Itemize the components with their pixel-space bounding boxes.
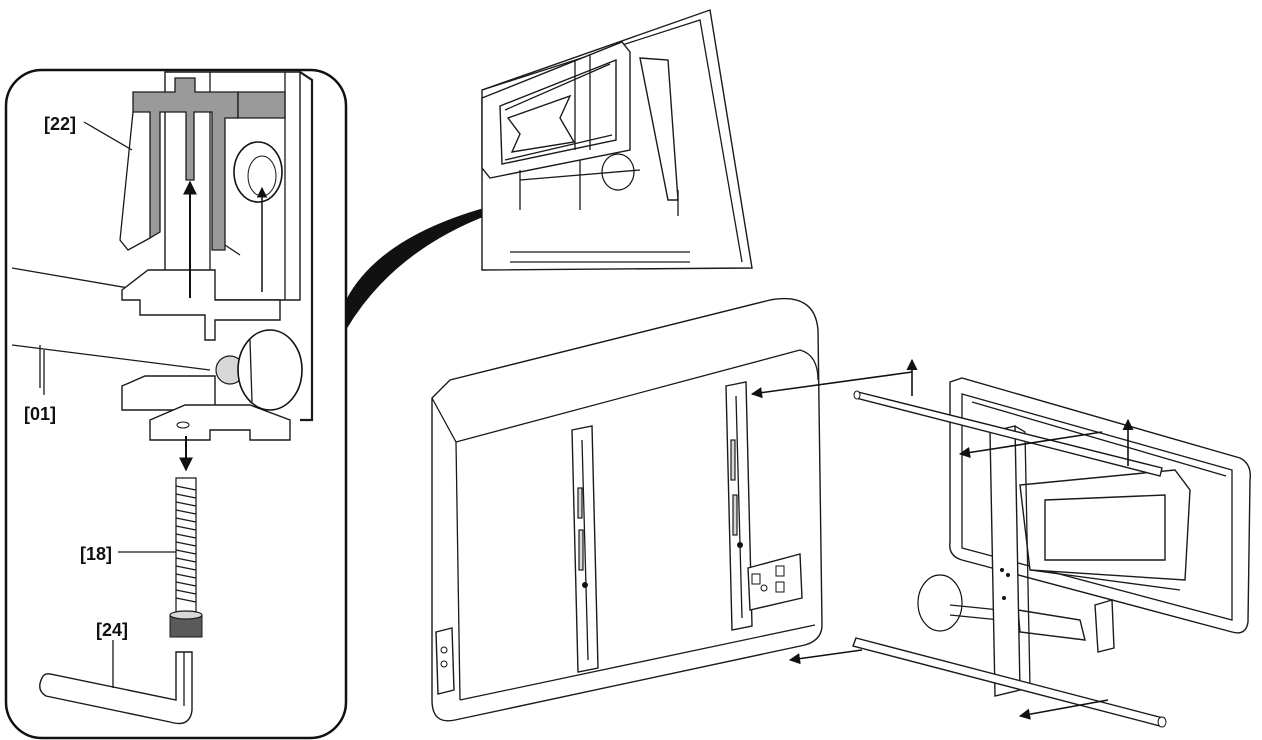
callout-18: [18] (80, 544, 112, 564)
tv-rail-right (725, 381, 753, 631)
vertical-upright (164, 71, 314, 422)
left-arrow-icon (788, 649, 863, 665)
tv-rail-01 (11, 267, 211, 388)
hex-key-24 (39, 651, 193, 725)
magnification-wedge (346, 205, 495, 330)
tv-ports (435, 553, 803, 695)
tv-rail-left (571, 425, 599, 673)
mounting-hole (233, 141, 283, 203)
screw-18 (169, 477, 203, 638)
leader-line-22 (83, 121, 133, 151)
lower-bracket (121, 269, 291, 441)
arm-assembly (917, 469, 1191, 653)
locking-knob (215, 329, 303, 411)
left-arrow-icon (958, 431, 1103, 458)
safety-clip-22 (119, 77, 286, 256)
callout-24: [24] (96, 620, 128, 640)
tv-back-panel (431, 298, 823, 722)
mounted-overview (481, 9, 753, 271)
callout-01: [01] (24, 404, 56, 424)
callout-22: [22] (44, 114, 76, 134)
detail-inset: [22] [01] [18] [24] (4, 68, 348, 740)
left-arrow-icon (750, 371, 913, 399)
top-rod (853, 390, 1163, 477)
left-arrow-icon (1018, 699, 1109, 720)
